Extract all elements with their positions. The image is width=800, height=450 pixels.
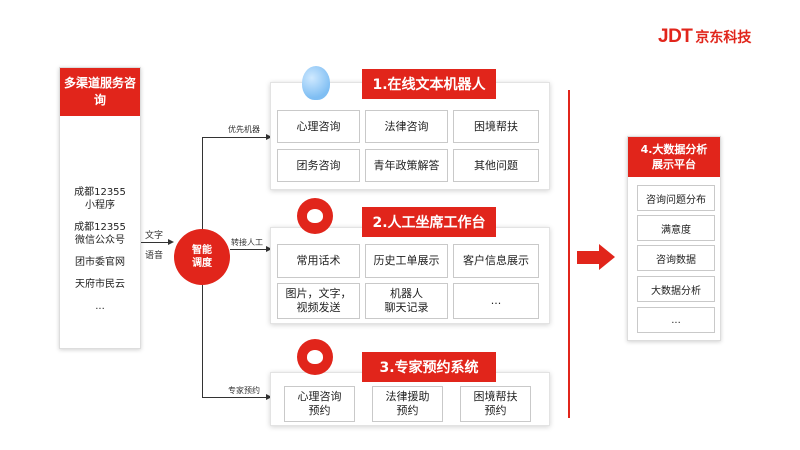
channel-item-line: ... [95, 301, 105, 312]
section-1-cell: 青年政策解答 [365, 149, 448, 182]
section-3-title: 3.专家预约系统 [362, 352, 496, 382]
branch-line-bottom [202, 397, 268, 398]
section-2-cell: 机器人聊天记录 [365, 283, 448, 319]
expert-face-icon [307, 350, 323, 364]
analytics-item: 咨询问题分布 [637, 185, 715, 211]
section-2-cell: 图片，文字，视频发送 [277, 283, 360, 319]
section-2-cell: 常用话术 [277, 244, 360, 278]
channel-item: 团市委官网 [60, 256, 140, 269]
branch-arrow-middle-icon [266, 246, 272, 252]
dispatch-line: 调度 [192, 258, 212, 269]
section-3-cell: 法律援助预约 [372, 386, 443, 422]
channel-item-line: 天府市民云 [75, 279, 125, 290]
section-2-cell: 客户信息展示 [453, 244, 539, 278]
analytics-panel: 4.大数据分析 展示平台 咨询问题分布 满意度 咨询数据 大数据分析 ... [627, 136, 721, 341]
branch-line-top [202, 137, 268, 138]
section-2-title: 2.人工坐席工作台 [362, 207, 496, 237]
branch-label-top: 优先机器 [228, 125, 260, 134]
connector-line [141, 242, 171, 243]
agent-face-icon [307, 209, 323, 223]
channel-item: ... [60, 300, 140, 313]
brand-logo: JDT 京东科技 [658, 26, 751, 48]
section-1-cell: 心理咨询 [277, 110, 360, 143]
analytics-title-line: 展示平台 [652, 158, 696, 171]
agent-headset-icon [297, 198, 333, 234]
section-1-cell: 困境帮扶 [453, 110, 539, 143]
branch-line-top-vertical [202, 137, 203, 229]
brand-name: 京东科技 [695, 30, 752, 46]
analytics-title-line: 4.大数据分析 [640, 143, 708, 156]
channels-panel: 多渠道服务咨询 成都12355 小程序 成都12355 微信公众号 团市委官网 … [59, 67, 141, 349]
analytics-item: ... [637, 307, 715, 333]
connector-arrow-icon [168, 239, 174, 245]
branch-line-bottom-vertical [202, 285, 203, 397]
input-label-text: 文字 [145, 231, 164, 241]
channel-item-line: 团市委官网 [75, 257, 125, 268]
channels-list: 成都12355 小程序 成都12355 微信公众号 团市委官网 天府市民云 ..… [60, 116, 140, 313]
branch-arrow-top-icon [266, 134, 272, 140]
big-arrow-icon [599, 244, 615, 270]
section-2-cell: 历史工单展示 [365, 244, 448, 278]
section-1-cell: 团务咨询 [277, 149, 360, 182]
channel-item-line: 微信公众号 [75, 235, 125, 246]
branch-label-bottom: 专家预约 [228, 386, 260, 395]
section-1-cell: 其他问题 [453, 149, 539, 182]
section-1-title: 1.在线文本机器人 [362, 69, 496, 99]
brand-logo-text: JDT [658, 26, 693, 47]
section-2-cell: ... [453, 283, 539, 319]
analytics-title: 4.大数据分析 展示平台 [628, 137, 720, 177]
input-label-voice: 语音 [145, 251, 164, 261]
separator-line [568, 90, 570, 418]
analytics-item: 咨询数据 [637, 245, 715, 271]
analytics-item: 满意度 [637, 215, 715, 241]
smart-dispatch-node: 智能 调度 [174, 229, 230, 285]
section-1-cell: 法律咨询 [365, 110, 448, 143]
section-3-cell: 心理咨询预约 [284, 386, 355, 422]
branch-label-middle: 转接人工 [231, 238, 263, 247]
channel-item-line: 成都12355 [74, 187, 126, 198]
channel-item: 成都12355 小程序 [60, 186, 140, 212]
channel-item: 天府市民云 [60, 278, 140, 291]
robot-head-icon [302, 66, 330, 100]
channel-item-line: 成都12355 [74, 222, 126, 233]
section-3-cell: 困境帮扶预约 [460, 386, 531, 422]
channel-item-line: 小程序 [85, 200, 115, 211]
branch-arrow-bottom-icon [266, 394, 272, 400]
big-arrow-body [577, 251, 599, 264]
expert-headset-icon [297, 339, 333, 375]
channel-item: 成都12355 微信公众号 [60, 221, 140, 247]
channels-title: 多渠道服务咨询 [60, 68, 140, 116]
analytics-item: 大数据分析 [637, 276, 715, 302]
dispatch-line: 智能 [192, 245, 212, 256]
branch-line-middle [230, 249, 268, 250]
